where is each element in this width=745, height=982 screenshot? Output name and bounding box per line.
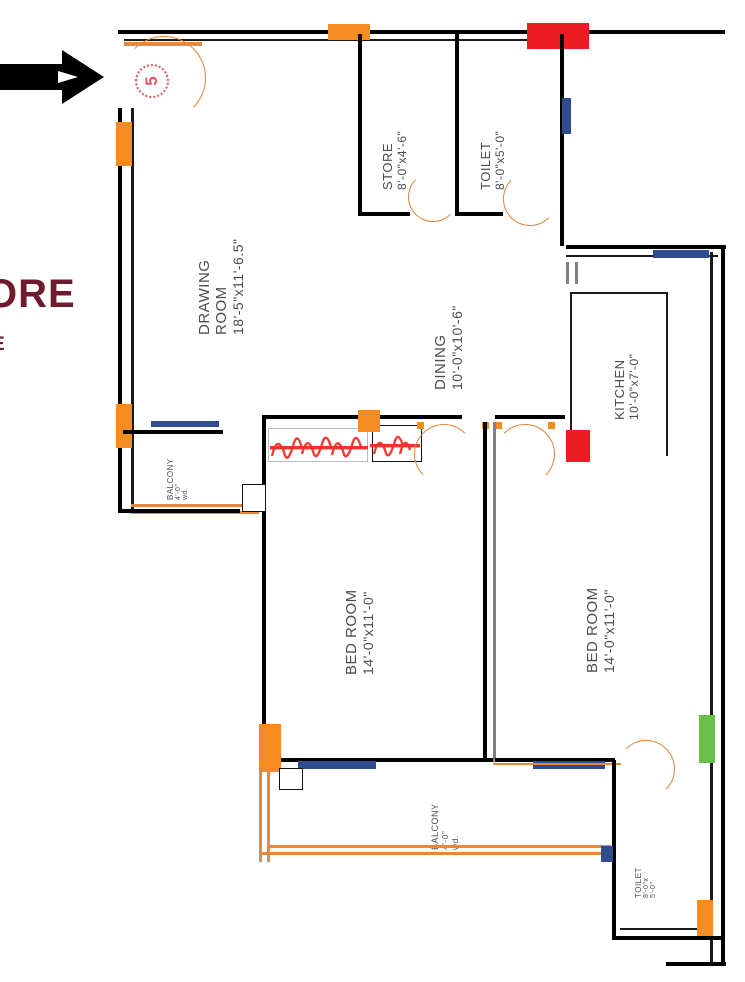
room-label-bedroom-left: BED ROOM 14'-0"x11'-0" [343, 589, 376, 675]
wall-left-inner [131, 108, 134, 510]
entrance-arrow-icon [0, 50, 104, 104]
wall-kitchen-right [666, 292, 668, 456]
door-swing-toilet-bottom [617, 740, 675, 798]
wall-top-inner [124, 39, 567, 41]
wall-center-partition [483, 422, 487, 762]
window-marker-bedroom-right-bottom [533, 761, 605, 769]
room-label-dining: DINING 10'-0"x10'-6" [432, 305, 465, 390]
wall-mid-horizontal-right [495, 415, 565, 419]
wall-top-outer [118, 30, 725, 34]
wall-kitchen-top-outer [566, 245, 726, 249]
door-leaf-entrance [124, 42, 202, 46]
wall-balcony-left-rail-top [123, 430, 223, 434]
wall-toilet-bottom-bottom [612, 936, 722, 940]
wall-stub-kitchen [566, 262, 569, 284]
door-swing-entrance [122, 36, 206, 120]
side-annotation-title: ORE [0, 272, 76, 316]
room-label-drawing-room: DRAWING ROOM 18'-5"x11'-6.5" [196, 238, 246, 335]
wall-kitchen-top-inner [566, 255, 718, 257]
balcony-bottom-rail-outer [259, 852, 611, 855]
window-marker-toilet-bottom [601, 846, 613, 862]
hinge-marker-center-b [495, 422, 502, 429]
wall-store-left [358, 34, 362, 216]
door-swing-bedroom-right [495, 424, 555, 484]
wall-bottom-bedrooms [281, 758, 493, 762]
column-marker-mid-top [358, 410, 380, 432]
door-swing-store [408, 172, 458, 222]
balcony-left-end-box [242, 484, 266, 512]
balcony-bottom-rail-left-outer [259, 766, 262, 862]
room-label-balcony-bottom: BALCONY 4'-0" wd. [430, 803, 460, 850]
struck-out-scribble-icon [270, 435, 420, 459]
window-marker-toilet-top [562, 98, 571, 134]
column-marker-toilet-bottom [697, 900, 713, 936]
room-label-toilet-bottom: TOILET 8'-0"x 5'-0" [634, 867, 657, 898]
column-marker-top-left [328, 24, 370, 40]
room-label-balcony-left: BALCONY 4'-0" wd. [166, 458, 189, 500]
wall-kitchen-partition [570, 292, 668, 294]
column-marker-left-lower [116, 404, 132, 448]
room-label-store: STORE 8'-0"x4'-6" [380, 130, 409, 190]
wall-left-outer [118, 108, 122, 513]
hinge-marker-left [417, 422, 424, 429]
side-annotation-subtitle: E [0, 334, 5, 356]
wall-right-outer [721, 245, 725, 965]
wall-kitchen-left [570, 292, 572, 455]
wall-center-partition-shadow [493, 422, 496, 762]
wall-bottom-bedrooms-right [495, 758, 615, 762]
column-marker-bottom-left [259, 724, 281, 772]
wall-toilet-top-right [560, 34, 564, 246]
column-marker-left-upper [116, 122, 132, 166]
wall-stub-kitchen-2 [575, 262, 578, 284]
door-swing-bedroom-left [414, 424, 474, 484]
wall-store-bottom [358, 212, 410, 216]
wall-toilet-bottom-inner [620, 928, 712, 930]
balcony-bottom-rail-left-inner [267, 766, 270, 862]
wall-toilet-bottom-left [612, 760, 616, 940]
wall-toilet-top-bottom [455, 212, 503, 216]
room-label-kitchen: KITCHEN 10'-0"x7'-0" [612, 353, 641, 420]
wall-right-bottom-stub [666, 962, 726, 966]
window-marker-bedroom-left-bottom-2 [318, 763, 376, 768]
door-marker-top-right [527, 23, 589, 49]
balcony-bottom-rail-top [493, 763, 621, 765]
wall-right-inner [710, 252, 713, 964]
window-marker-balcony-left [151, 421, 219, 427]
room-label-bedroom-right: BED ROOM 14'-0"x11'-0" [584, 587, 617, 673]
wall-balcony-left-bottom [118, 509, 240, 513]
window-marker-kitchen-top [653, 250, 709, 258]
wall-bedroom-left-outer [262, 415, 266, 760]
wall-store-right [455, 34, 459, 216]
door-swing-toilet-top [503, 172, 557, 226]
balcony-bottom-step-box [279, 768, 303, 790]
hinge-marker-right [548, 422, 555, 429]
room-label-toilet-top: TOILET 8'-0"x5'-0" [478, 130, 507, 190]
balcony-bottom-rail-inner [267, 845, 611, 848]
wardrobe-block-right [372, 425, 422, 462]
balcony-left-rail-outer [131, 504, 259, 507]
door-marker-bedroom-right [699, 715, 715, 763]
door-marker-kitchen [566, 430, 590, 462]
